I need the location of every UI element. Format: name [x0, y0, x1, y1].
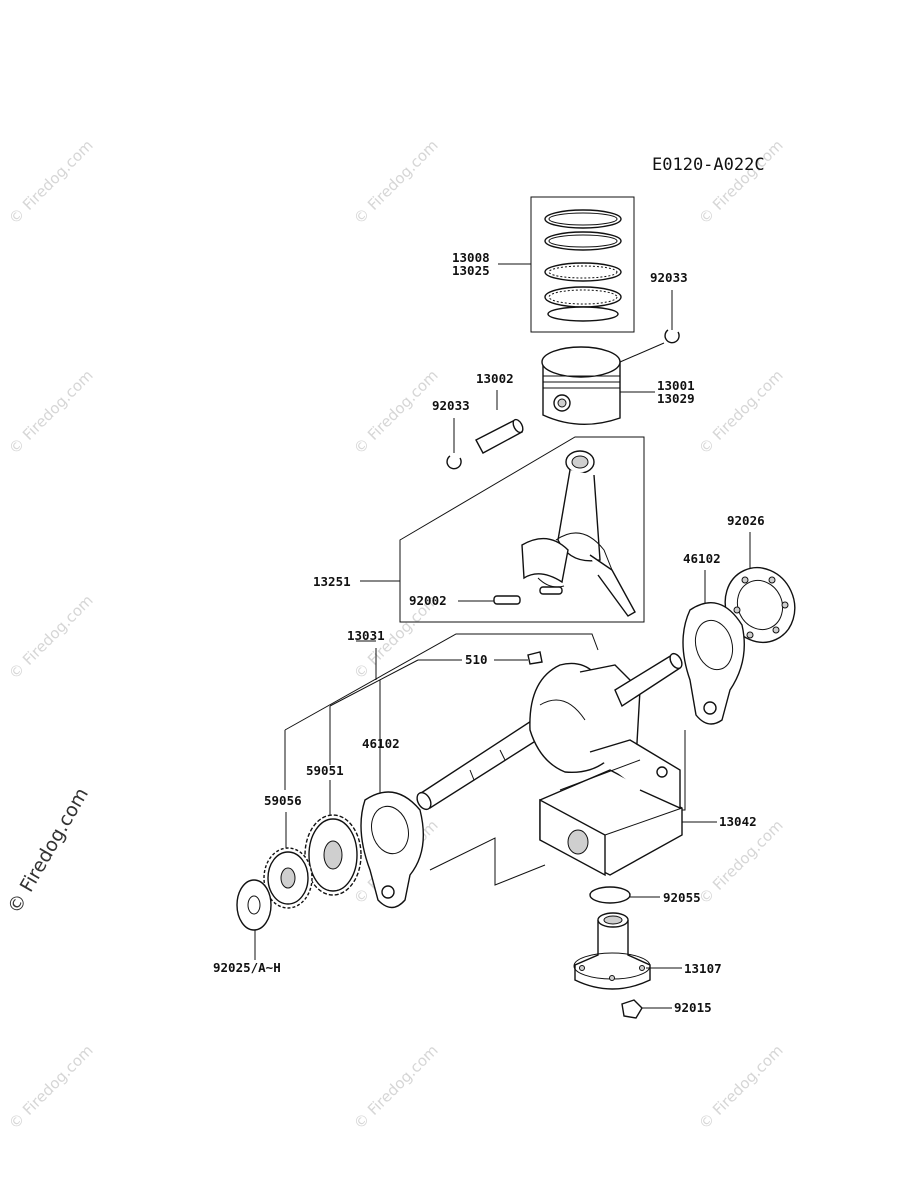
watermark: © Firedog.com	[5, 366, 97, 458]
gear-59051-illustration	[304, 814, 362, 896]
circlip-upper-illustration	[664, 329, 680, 344]
counterweight-lower-illustration	[360, 791, 425, 909]
gear-59056-illustration	[263, 847, 313, 909]
part-label-59056: 59056	[264, 793, 302, 808]
part-label-13008: 13008	[452, 250, 490, 265]
part-label-13042: 13042	[719, 814, 757, 829]
part-label-13001: 13001	[657, 378, 695, 393]
crankcase-cover-illustration	[539, 739, 683, 877]
watermark: © Firedog.com	[350, 136, 442, 228]
piston-rings-illustration	[530, 196, 635, 333]
watermark: © Firedog.com	[350, 1041, 442, 1133]
counterweight-upper-illustration	[682, 602, 745, 725]
watermark: © Firedog.com	[695, 1041, 787, 1133]
diagram-code: E0120-A022C	[652, 155, 765, 175]
key-510-illustration	[527, 651, 543, 665]
connecting-rod-illustration	[521, 450, 636, 617]
piston-illustration	[541, 346, 621, 425]
crankshaft-illustration	[416, 652, 683, 811]
watermark: © Firedog.com	[5, 591, 97, 683]
part-label-92002: 92002	[409, 593, 447, 608]
watermark: © Firedog.com	[695, 136, 787, 228]
part-label-13002: 13002	[476, 371, 514, 386]
part-label-92055: 92055	[663, 890, 701, 905]
part-label-13251: 13251	[313, 574, 351, 589]
circlip-lower-illustration	[446, 455, 462, 470]
part-label-46102-lower: 46102	[362, 736, 400, 751]
piston-pin-illustration	[475, 418, 524, 454]
part-label-13025: 13025	[452, 263, 490, 278]
watermark: © Firedog.com	[695, 816, 787, 908]
watermark-primary: © Firedog.com	[3, 784, 93, 917]
pto-shaft-illustration	[573, 912, 651, 990]
watermark: © Firedog.com	[5, 136, 97, 228]
part-label-13031: 13031	[347, 628, 385, 643]
o-ring-illustration	[589, 886, 631, 904]
part-label-13107: 13107	[684, 961, 722, 976]
watermark: © Firedog.com	[5, 1041, 97, 1133]
part-label-92033-upper: 92033	[650, 270, 688, 285]
watermark: © Firedog.com	[350, 366, 442, 458]
part-label-13029: 13029	[657, 391, 695, 406]
part-label-92026: 92026	[727, 513, 765, 528]
part-label-92015: 92015	[674, 1000, 712, 1015]
rod-bolts-illustration	[493, 586, 563, 605]
part-label-92033-lower: 92033	[432, 398, 470, 413]
watermark-grid: © Firedog.com © Firedog.com © Firedog.co…	[5, 136, 787, 1133]
part-label-510: 510	[465, 652, 488, 667]
part-label-92025: 92025/A~H	[213, 960, 281, 975]
part-label-59051: 59051	[306, 763, 344, 778]
watermark: © Firedog.com	[695, 366, 787, 458]
washer-92025-illustration	[236, 879, 272, 931]
plug-illustration	[621, 999, 643, 1019]
part-label-46102-upper: 46102	[683, 551, 721, 566]
